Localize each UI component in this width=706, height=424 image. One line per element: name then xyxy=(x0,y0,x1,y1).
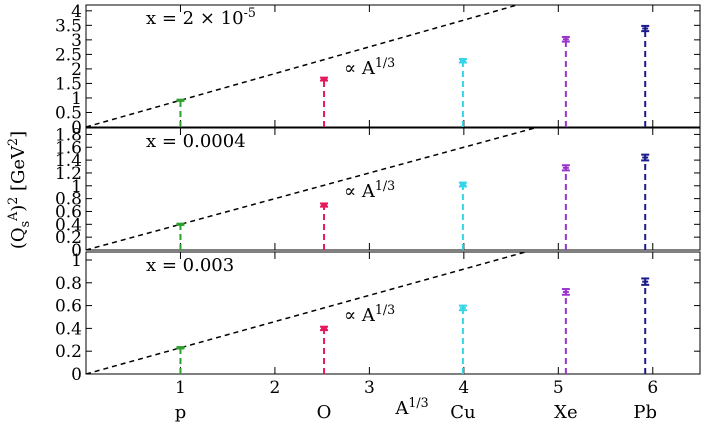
y-tick-label: 3 xyxy=(71,31,82,51)
nucleus-label-xe: Xe xyxy=(554,402,577,423)
y-tick-label: 0.8 xyxy=(55,190,82,210)
y-tick-label: 0.2 xyxy=(55,342,82,362)
nucleus-label-pb: Pb xyxy=(633,402,657,423)
y-tick-label: 0.8 xyxy=(55,274,82,294)
data-point-cu xyxy=(458,181,467,250)
y-tick-label: 3.5 xyxy=(55,16,82,36)
data-point-pb xyxy=(641,153,650,250)
data-point-o xyxy=(320,325,329,374)
data-point-cu xyxy=(458,58,467,127)
data-point-pb xyxy=(641,277,650,374)
y-tick-label: 0.5 xyxy=(55,103,82,123)
x-axis: 1 2 3 4 5 6 p O Cu Xe Pb xyxy=(175,378,658,423)
proportional-trend-line xyxy=(86,252,529,374)
y-tick-label: 1.4 xyxy=(55,151,82,171)
y-tick-label: 1 xyxy=(71,177,82,197)
y-tick-label: 0.6 xyxy=(55,297,82,317)
y-tick-label: 1 xyxy=(71,251,82,271)
proportional-trend-line xyxy=(86,5,520,127)
x-tick-label: 5 xyxy=(553,378,564,398)
nucleus-label-cu: Cu xyxy=(450,402,475,423)
y-tick-label: 0 xyxy=(71,118,82,138)
y-tick-label: 0.6 xyxy=(55,202,82,222)
y-tick-label: 0 xyxy=(71,365,82,385)
data-point-p xyxy=(176,346,185,374)
y-tick-label: 0.2 xyxy=(55,228,82,248)
proportionality-annotation: ∝ A1/3 xyxy=(344,302,395,326)
y-tick-label: 0.4 xyxy=(55,319,82,339)
x-tick-label: 1 xyxy=(175,378,186,398)
panel-x-label: x = 2 × 10-5 xyxy=(146,5,256,29)
proportional-trend-line xyxy=(86,128,538,250)
y-tick-label: 2 xyxy=(71,60,82,80)
panel-x-label: x = 0.0004 xyxy=(146,131,246,152)
panel-2: 00.20.40.60.811.21.41.61.8 x = 0.0004 ∝ A1… xyxy=(55,125,701,261)
data-point-xe xyxy=(561,288,570,374)
data-point-o xyxy=(320,76,329,127)
data-point-pb xyxy=(641,24,650,127)
x-tick-label: 2 xyxy=(270,378,281,398)
y-tick-label: 0.4 xyxy=(55,215,82,235)
nucleus-label-o: O xyxy=(317,402,332,423)
x-tick-label: 6 xyxy=(647,378,658,398)
panel-frame xyxy=(85,4,701,128)
panel-3: 0 0.2 0.40.6 0.8 1 x = 0.003 ∝ A1/3 xyxy=(55,251,701,385)
y-tick-label: 1.8 xyxy=(55,125,82,145)
y-tick-label: 0 xyxy=(71,241,82,261)
data-point-xe xyxy=(561,164,570,250)
data-point-p xyxy=(176,98,185,127)
panel-1: 00.511.522.533.54 x = 2 × 10-5 ∝ A1/3 xyxy=(55,2,701,138)
proportionality-annotation: ∝ A1/3 xyxy=(344,178,395,202)
y-tick-label: 1.6 xyxy=(55,138,82,158)
panel-frame xyxy=(85,251,701,375)
data-point-p xyxy=(176,222,185,250)
y-axis-label: (QsA)2 [GeV2] xyxy=(5,131,32,249)
data-point-xe xyxy=(561,35,570,127)
y-tick-label: 1 xyxy=(71,89,82,109)
panel-x-label: x = 0.003 xyxy=(146,255,234,276)
proportionality-annotation: ∝ A1/3 xyxy=(344,55,395,79)
y-tick-label: 1.5 xyxy=(55,74,82,94)
panel-frame xyxy=(85,127,701,251)
data-point-o xyxy=(320,202,329,250)
y-tick-label: 1.2 xyxy=(55,164,82,184)
data-point-cu xyxy=(458,304,467,374)
y-tick-label: 4 xyxy=(71,2,82,22)
y-tick-label: 2.5 xyxy=(55,45,82,65)
x-tick-label: 4 xyxy=(458,378,469,398)
nucleus-label-p: p xyxy=(175,402,187,423)
x-tick-label: 3 xyxy=(364,378,375,398)
x-axis-label: A1/3 xyxy=(394,395,428,419)
